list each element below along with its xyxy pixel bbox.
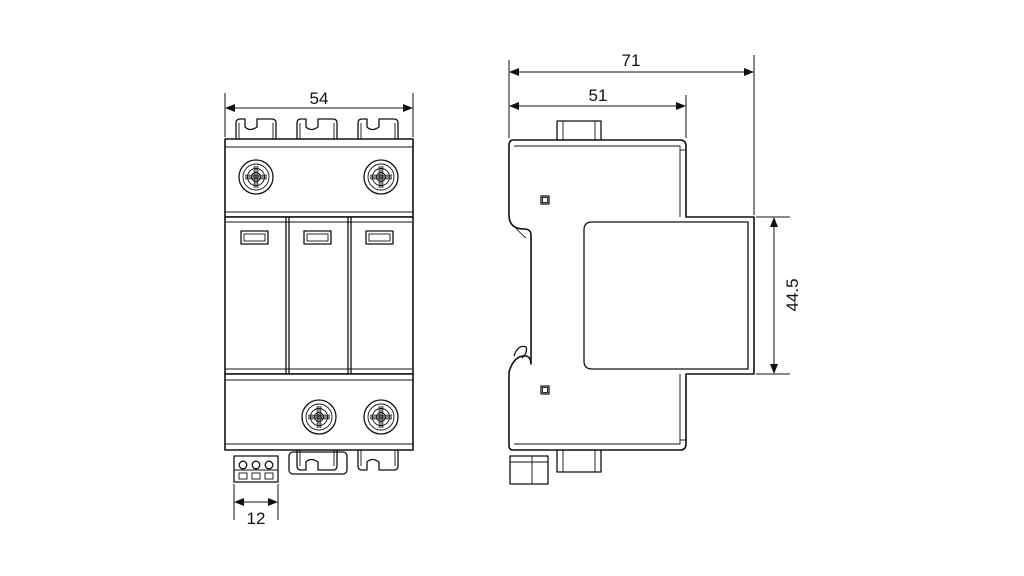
dimension-side-front-height: 44.5: [756, 216, 802, 375]
bottom-terminal-2: [357, 449, 399, 471]
dim-label-side-total: 71: [622, 51, 641, 70]
dimension-side-body: 51: [509, 86, 687, 138]
bottom-terminal-1: [296, 449, 338, 471]
side-bottom-terminal: [556, 449, 602, 473]
side-view: [508, 120, 755, 485]
side-top-terminal: [556, 120, 602, 141]
top-terminal-2: [296, 118, 338, 140]
side-front-face: [583, 221, 749, 370]
module-window-2: [303, 230, 332, 245]
front-upper-cover: [224, 138, 414, 218]
dim-label-front-width: 54: [310, 89, 329, 108]
dimension-front-width: 54: [224, 89, 414, 137]
dim-label-side-body: 51: [589, 86, 608, 105]
front-view: [224, 118, 414, 483]
side-plug: [509, 455, 549, 485]
dim-label-side-front-height: 44.5: [783, 278, 802, 311]
side-indicator-top: [540, 195, 550, 205]
module-window-1: [240, 230, 269, 245]
dim-label-terminal-pitch: 12: [247, 509, 266, 528]
dimension-side-total: 71: [508, 51, 755, 215]
side-housing: [508, 139, 755, 451]
top-terminal-3: [357, 118, 399, 140]
signal-terminal-block: [233, 455, 279, 483]
clip-frame: [288, 451, 348, 475]
module-window-3: [365, 230, 394, 245]
top-terminal-1: [235, 118, 277, 140]
front-module-area: [224, 216, 414, 375]
side-indicator-bottom: [540, 385, 550, 395]
dimension-terminal-pitch: 12: [233, 484, 279, 528]
